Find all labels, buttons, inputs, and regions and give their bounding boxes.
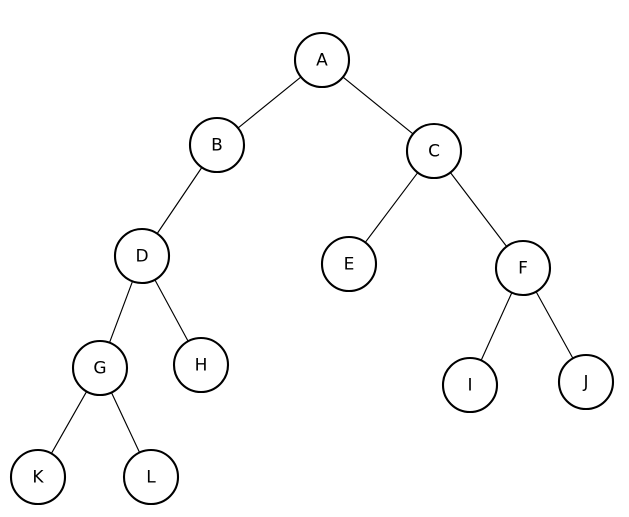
edges-layer — [50, 76, 574, 455]
node-label-e: E — [344, 255, 355, 275]
edge-c-f — [449, 171, 508, 248]
edge-a-c — [342, 76, 414, 135]
node-label-g: G — [93, 359, 106, 379]
node-label-a: A — [316, 51, 328, 71]
node-circle-f[interactable] — [494, 239, 552, 297]
edge-f-j — [535, 291, 574, 359]
tree-node-g[interactable]: G — [71, 339, 129, 397]
node-label-d: D — [135, 247, 148, 267]
tree-node-i[interactable]: I — [441, 356, 499, 414]
node-circle-i[interactable] — [441, 356, 499, 414]
node-circle-e[interactable] — [320, 235, 378, 293]
node-circle-l[interactable] — [122, 448, 180, 506]
nodes-layer: A B C D E F G H I J K L — [9, 31, 615, 506]
node-circle-h[interactable] — [172, 336, 230, 394]
tree-node-b[interactable]: B — [188, 116, 246, 174]
tree-node-h[interactable]: H — [172, 336, 230, 394]
edge-b-d — [156, 166, 203, 235]
node-circle-j[interactable] — [557, 353, 615, 411]
node-label-i: I — [467, 376, 472, 396]
tree-node-c[interactable]: C — [405, 122, 463, 180]
node-circle-c[interactable] — [405, 122, 463, 180]
edge-g-k — [50, 390, 88, 455]
node-label-c: C — [428, 142, 440, 162]
node-label-f: F — [518, 259, 528, 279]
node-label-h: H — [195, 356, 208, 376]
tree-node-l[interactable]: L — [122, 448, 180, 506]
node-circle-b[interactable] — [188, 116, 246, 174]
tree-node-j[interactable]: J — [557, 353, 615, 411]
node-label-b: B — [211, 136, 223, 156]
node-label-j: J — [582, 373, 588, 393]
tree-node-d[interactable]: D — [113, 227, 171, 285]
edge-f-i — [480, 292, 513, 361]
tree-node-k[interactable]: K — [9, 448, 67, 506]
node-circle-a[interactable] — [293, 31, 351, 89]
node-label-l: L — [146, 468, 156, 488]
node-label-k: K — [32, 468, 44, 488]
node-circle-d[interactable] — [113, 227, 171, 285]
tree-node-f[interactable]: F — [494, 239, 552, 297]
tree-node-a[interactable]: A — [293, 31, 351, 89]
edge-a-b — [237, 76, 302, 129]
edge-g-l — [110, 391, 141, 454]
edge-d-h — [154, 279, 189, 342]
edge-d-g — [108, 280, 134, 344]
node-circle-g[interactable] — [71, 339, 129, 397]
edge-c-e — [364, 172, 419, 243]
tree-node-e[interactable]: E — [320, 235, 378, 293]
node-circle-k[interactable] — [9, 448, 67, 506]
